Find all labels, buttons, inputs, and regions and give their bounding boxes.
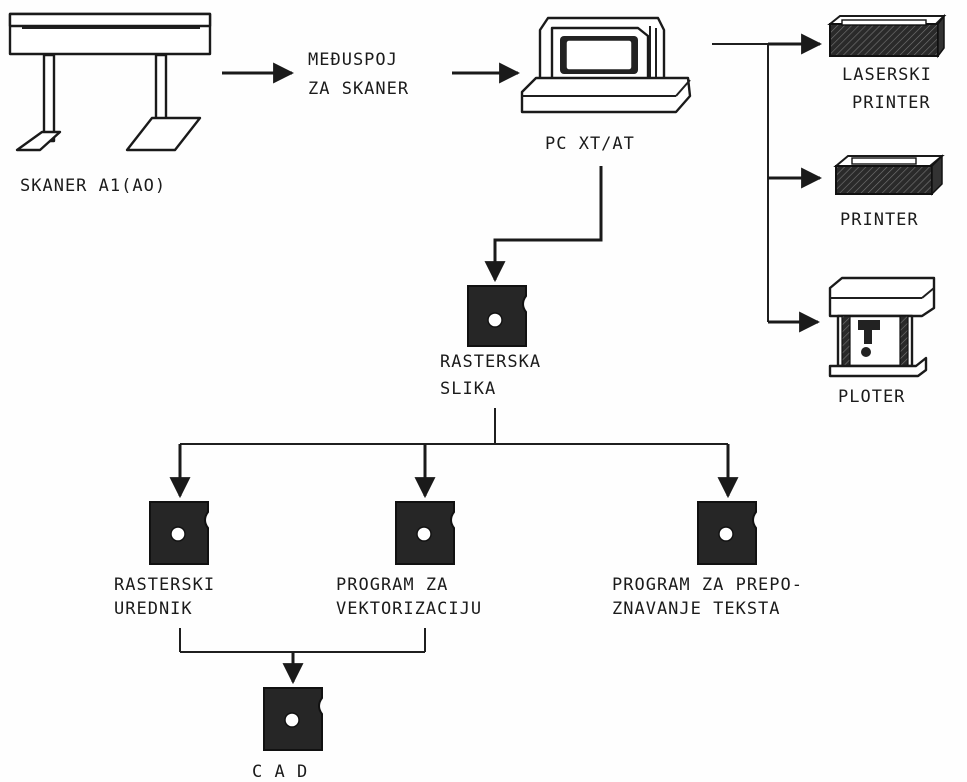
laser-printer-icon [830,16,944,56]
plotter-icon [830,278,934,376]
raster-image-label-line2: SLIKA [440,379,496,399]
interface-label-line2: ZA SKANER [308,79,409,99]
text-recognition-label-line1: PROGRAM ZA PREPO- [612,575,803,595]
printer-label: PRINTER [840,210,919,230]
arrow-pc-to-raster-image [495,166,601,280]
pc-icon [522,18,690,112]
raster-editor-label-line2: UREDNIK [114,599,193,619]
vectorization-label-line2: VEKTORIZACIJU [336,599,482,619]
vectorization-disk-icon [396,502,454,564]
plotter-label: PLOTER [838,387,905,407]
vectorization-label-line1: PROGRAM ZA [336,575,448,595]
interface-label-line1: MEĐUSPOJ [308,50,398,70]
pc-label: PC XT/AT [545,134,635,154]
raster-editor-disk-icon [150,502,208,564]
cad-disk-icon [264,688,322,750]
text-recognition-disk-icon [698,502,756,564]
text-recognition-label-line2: ZNAVANJE TEKSTA [612,599,781,619]
programs-to-cad-connectors [180,628,425,682]
raster-image-disk-icon [468,286,526,346]
printer-icon [836,156,942,194]
cad-label: C A D [252,762,308,782]
pc-output-connectors [712,44,820,322]
raster-to-programs-connectors [180,408,728,496]
scanner-icon [10,14,210,150]
laser-printer-label-line1: LASERSKI [842,65,932,85]
raster-editor-label-line1: RASTERSKI [114,575,215,595]
raster-image-label-line1: RASTERSKA [440,352,541,372]
laser-printer-label-line2: PRINTER [852,93,931,113]
scanner-label: SKANER A1(AO) [20,176,166,196]
